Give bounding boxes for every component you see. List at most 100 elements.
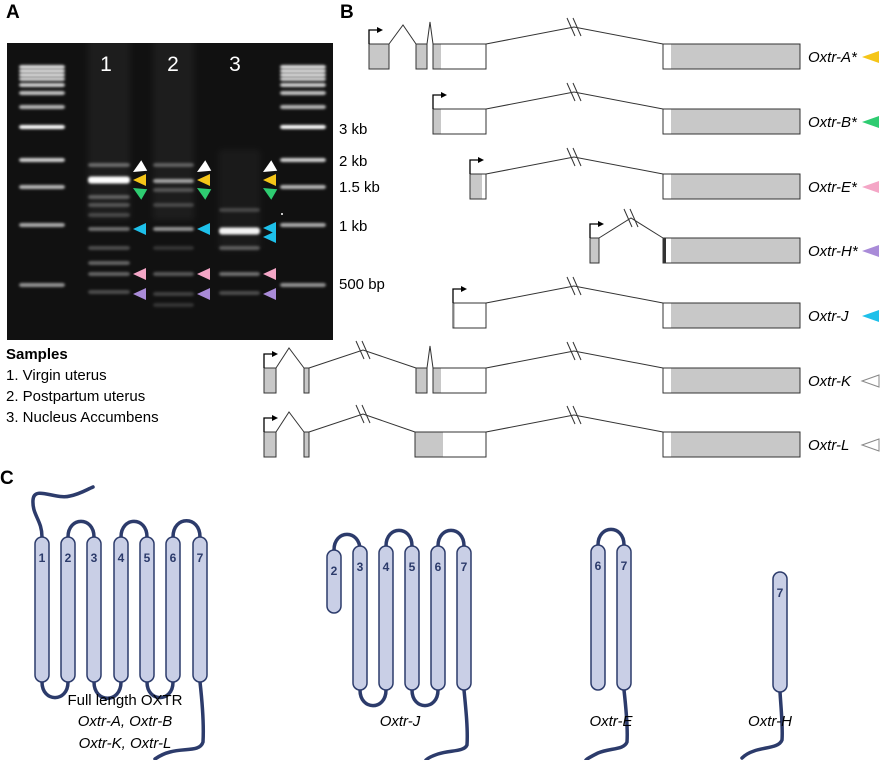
gene-row-oxtr-h: Oxtr-H* [589,208,879,264]
exon-segment [441,109,486,134]
lane1-band [88,203,130,207]
panel-label-c: C [0,468,14,489]
cyan-arrowhead-icon [197,223,210,235]
exon-outline [452,302,487,329]
c-terminus [424,688,469,760]
ladder-band-right [280,77,326,81]
helix-7 [192,536,208,683]
lane2-band [153,272,194,276]
exon-segment [455,303,486,328]
exon-outline [662,43,801,70]
size-marker-500bp: 500 bp [339,276,385,293]
lane-smear [88,20,130,220]
extracellular-loop [171,519,202,538]
hollow-marker-icon [860,374,880,388]
ladder-band-left [19,185,65,189]
samples-title: Samples [6,346,68,363]
exon-segment [264,432,276,457]
helix-number: 2 [65,551,72,565]
full-length-isoforms-1: Oxtr-A, Oxtr-B [78,713,172,730]
lane-smear [153,20,194,220]
break-mark-icon [572,147,582,167]
filled-marker-icon [862,116,879,128]
exon-outline [662,431,801,458]
panel-label-b: B [340,2,354,23]
purple-arrowhead-icon [197,288,210,300]
ladder-band-right [280,125,326,129]
helix-1 [34,536,50,683]
tss-arrow-icon [469,159,479,174]
break-mark-icon [566,341,576,361]
isoform-label: Oxtr-E* [808,179,858,196]
gene-row-oxtr-l: Oxtr-L [263,404,880,458]
intron-line [485,26,664,45]
intracellular-loop [410,689,440,708]
n-terminus [31,485,95,539]
ladder-band-right [280,283,326,287]
helix-7 [456,545,472,691]
helix-6 [165,536,181,683]
break-mark-icon [355,404,365,424]
exon-segment [663,44,671,69]
intron-line [426,345,434,369]
exon-segment [671,303,800,328]
ladder-band-left [19,158,65,162]
exon-outline [415,367,428,394]
intron-line [485,91,664,110]
tss-arrowhead-icon [478,157,484,163]
exon-segment [264,368,276,393]
break-mark-icon [623,208,633,228]
yellow-arrowhead-icon [263,174,276,186]
exon-outline [662,367,801,394]
lane2-band [153,203,194,207]
intron-line [308,413,416,433]
isoform-label: Oxtr-K [808,373,852,390]
gene-row-oxtr-j: Oxtr-J [452,276,879,329]
cyan-arrowhead-icon [263,222,276,234]
purple-arrowhead-icon [133,288,146,300]
size-marker-1kb: 1 kb [339,218,367,235]
exon-segment [663,238,666,263]
exon-outline [432,43,487,70]
break-mark-icon [572,405,582,425]
tss-arrowhead-icon [272,415,278,421]
green-arrowhead-icon [197,188,212,200]
lane1-band [88,176,130,184]
lane1-band [88,213,130,217]
exon-segment [671,368,800,393]
exon-outline [368,43,390,70]
yellow-arrowhead-icon [197,174,210,186]
break-mark-icon [572,341,582,361]
lane1-band [88,246,130,250]
intracellular-loop [40,681,70,700]
exon-outline [469,173,487,200]
exon-segment [663,432,671,457]
isoform-label: Oxtr-H* [808,243,859,260]
lane1-band [88,227,130,231]
exon-outline [263,431,277,458]
exon-segment [671,238,800,263]
filled-marker-icon [862,181,879,193]
break-mark-icon [361,404,371,424]
intracellular-loop [145,681,175,700]
exon-segment [415,432,443,457]
gel-speck [281,213,283,215]
tss-arrowhead-icon [441,92,447,98]
break-mark-icon [566,405,576,425]
ladder-band-left [19,91,65,95]
exon-segment [453,303,455,328]
size-marker-1.5kb: 1.5 kb [339,179,380,196]
isoform-label: Oxtr-J [808,308,849,325]
c-terminus [740,690,784,760]
exon-segment [663,109,671,134]
ladder-band-right [280,158,326,162]
exon-outline [303,367,310,394]
helix-7 [772,571,788,693]
ladder-band-right [280,105,326,109]
exon-segment [671,44,800,69]
lane1-band [88,272,130,276]
size-marker-2kb: 2 kb [339,153,367,170]
intron-line [275,347,305,369]
